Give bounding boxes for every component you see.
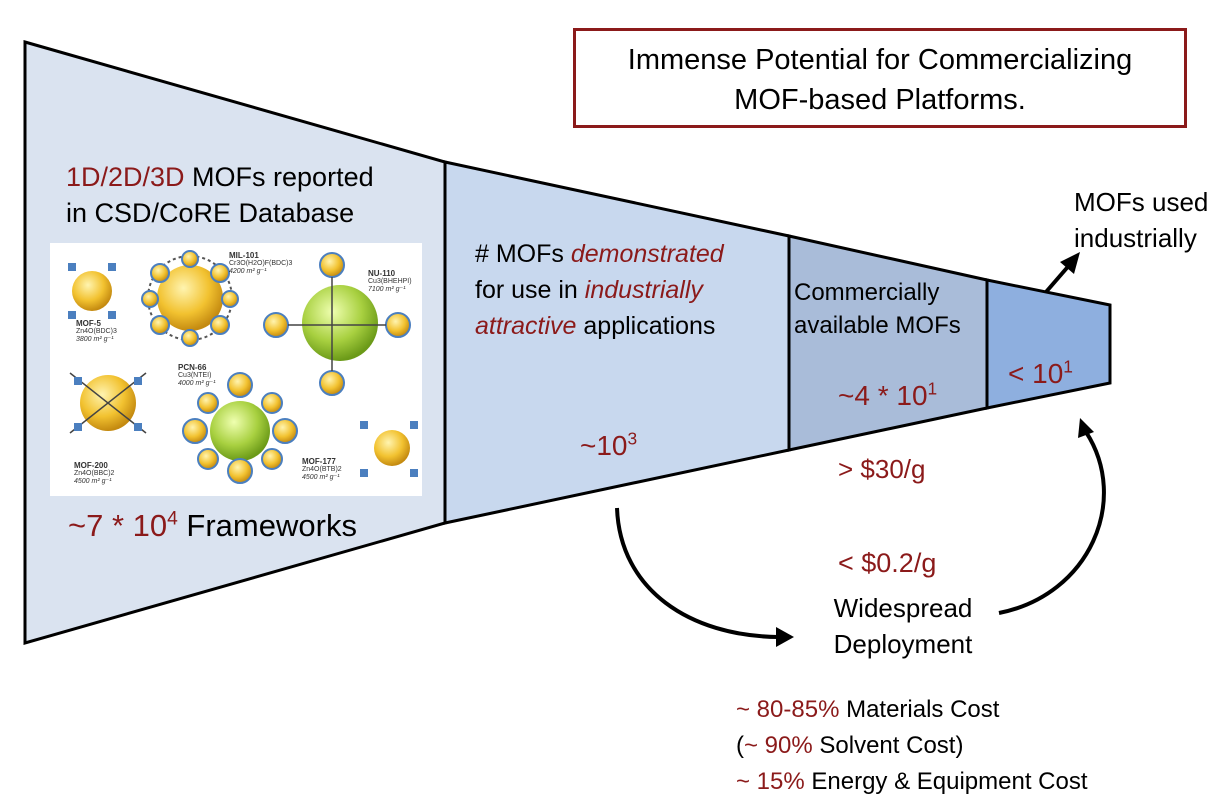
stage1-text1: MOFs reported: [184, 162, 374, 192]
cost-breakdown: ~ 80-85% Materials Cost (~ 90% Solvent C…: [736, 692, 1088, 800]
stage1-count: ~7 * 104 Frameworks: [68, 508, 357, 544]
headline-line2: MOF-based Platforms.: [734, 84, 1026, 116]
feedback-arrowhead: [1078, 418, 1094, 438]
stage1-dimension-prefix: 1D/2D/3D: [66, 162, 185, 192]
stage2-count: ~103: [580, 428, 638, 461]
stage3-count: ~4 * 101: [838, 378, 938, 411]
deployment-price: < $0.2/g: [838, 548, 937, 578]
mof-structures-illustration: [68, 250, 418, 484]
funnel-stage-commercial: [787, 234, 989, 452]
industrial-arrowhead: [1060, 252, 1080, 274]
cost-item-energy: ~ 15% Energy & Equipment Cost: [736, 768, 1088, 795]
feedback-curve-arrow: [998, 430, 1106, 615]
mof-label-mof5: MOF-5 Zn4O(BDC)3 3800 m² g⁻¹: [76, 319, 117, 343]
mof-label-pcn66: PCN-66 Cu3(NTEI) 4000 m² g⁻¹: [178, 363, 216, 387]
stage1-text2: in CSD/CoRE Database: [66, 198, 355, 228]
deployment-label: Widespread Deployment: [833, 593, 973, 659]
mof-label-mof177: MOF-177 Zn4O(BTB)2 4500 m² g⁻¹: [302, 457, 342, 481]
stage1-description: 1D/2D/3D MOFs reported in CSD/CoRE Datab…: [66, 159, 436, 231]
headline-box: Immense Potential for Commercializing MO…: [573, 28, 1187, 128]
cost-item-solvent: (~ 90% Solvent Cost): [736, 732, 964, 759]
deployment-curve-arrow: [615, 507, 779, 639]
stage2-description: # MOFs demonstrated for use in industria…: [475, 240, 724, 340]
headline-line1: Immense Potential for Commercializing: [627, 44, 1133, 76]
mof-label-mil101: MIL-101 Cr3O(H2O)F(BDC)3 4200 m² g⁻¹: [229, 251, 293, 275]
industrial-label: MOFs used industrially: [1074, 187, 1209, 253]
stage1-count-value: ~7 * 104: [68, 508, 178, 543]
mof-label-mof200: MOF-200 Zn4O(BBC)2 4500 m² g⁻¹: [74, 461, 115, 485]
funnel-stage-industrial: [985, 278, 1112, 410]
mof-structures-image: MIL-101 Cr3O(H2O)F(BDC)3 4200 m² g⁻¹ NU-…: [50, 243, 422, 496]
stage1-count-suffix: Frameworks: [177, 508, 357, 543]
deployment-arrowhead: [776, 627, 794, 647]
cost-item-materials: ~ 80-85% Materials Cost: [736, 696, 1000, 723]
stage3-price: > $30/g: [838, 454, 926, 484]
stage3-description: Commercially available MOFs: [794, 279, 961, 339]
mof-label-nu110: NU-110 Cu3(BHEHPI) 7100 m² g⁻¹: [368, 269, 412, 293]
stage4-count: < 101: [1008, 356, 1073, 389]
